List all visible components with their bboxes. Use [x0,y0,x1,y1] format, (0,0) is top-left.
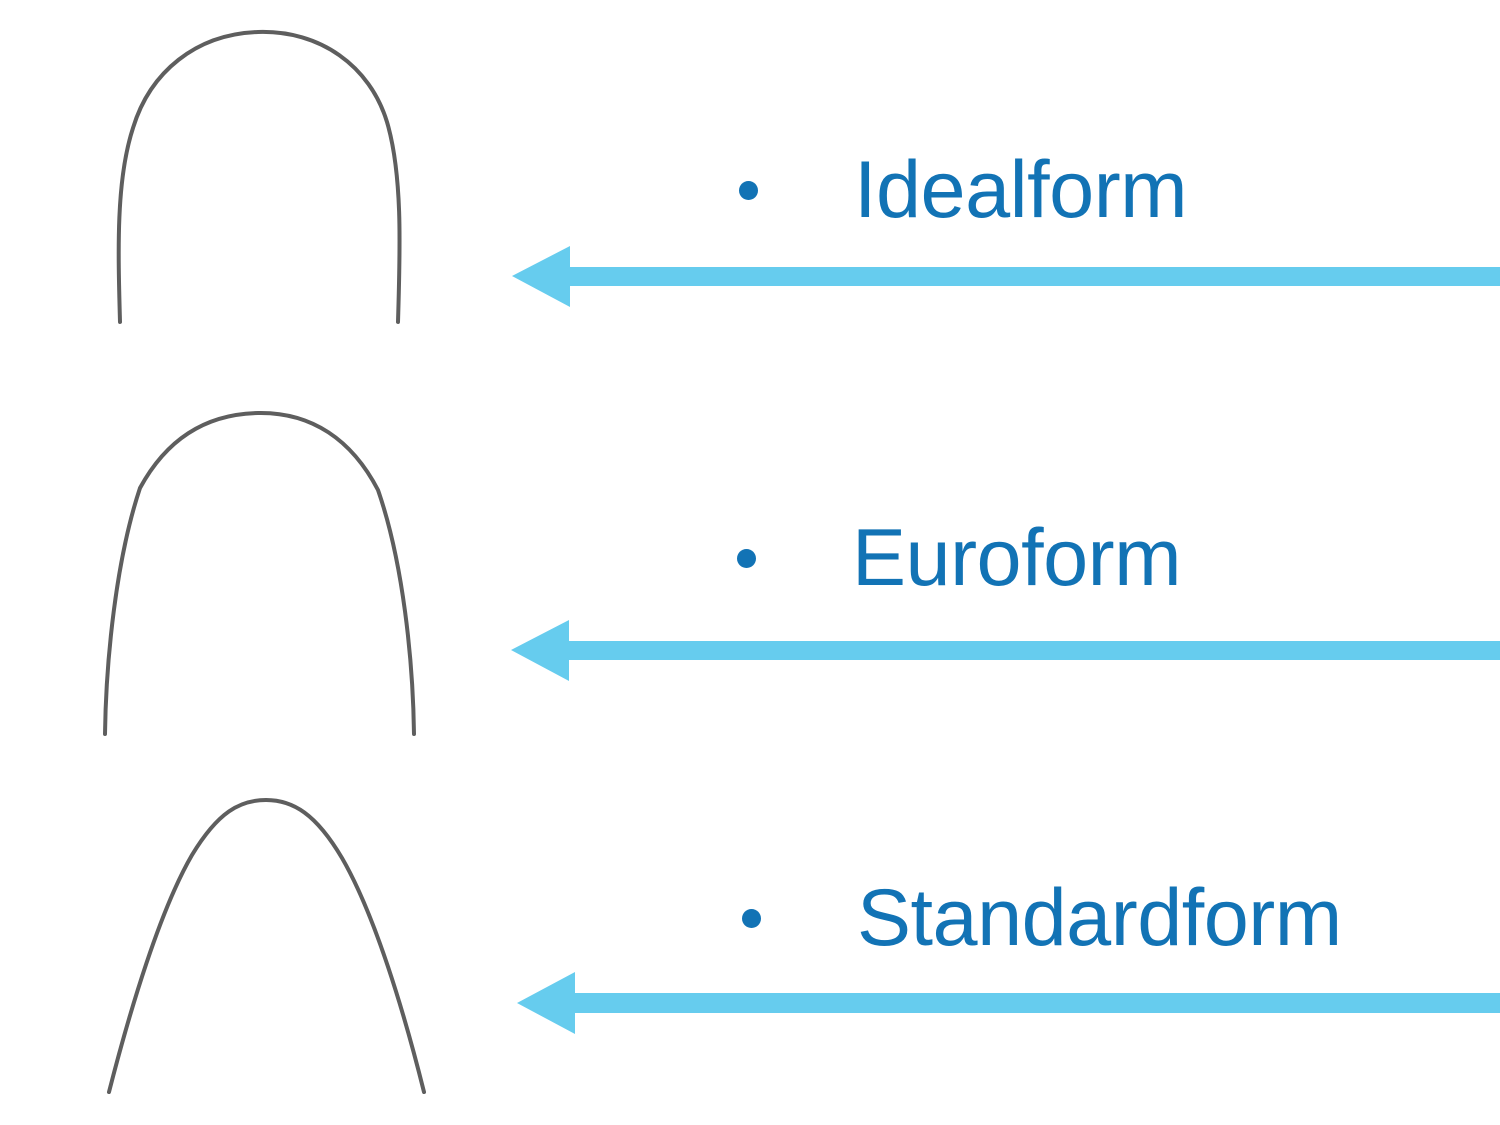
list-item-label: Euroform [852,513,1182,603]
list-item-label: Standardform [857,873,1342,963]
bullet-icon [739,181,758,200]
arrow-left-standardform [517,972,1500,1034]
arrow-left-euroform [511,620,1500,681]
bullet-icon [737,549,756,568]
list-item-euroform[interactable]: Euroform [737,513,1182,603]
bullet-icon [742,909,761,928]
list-item-standardform[interactable]: Standardform [742,878,1342,959]
arrow-left-idealform [512,246,1500,307]
list-item-idealform[interactable]: Idealform [739,145,1188,235]
list-item-label: Idealform [854,145,1188,235]
